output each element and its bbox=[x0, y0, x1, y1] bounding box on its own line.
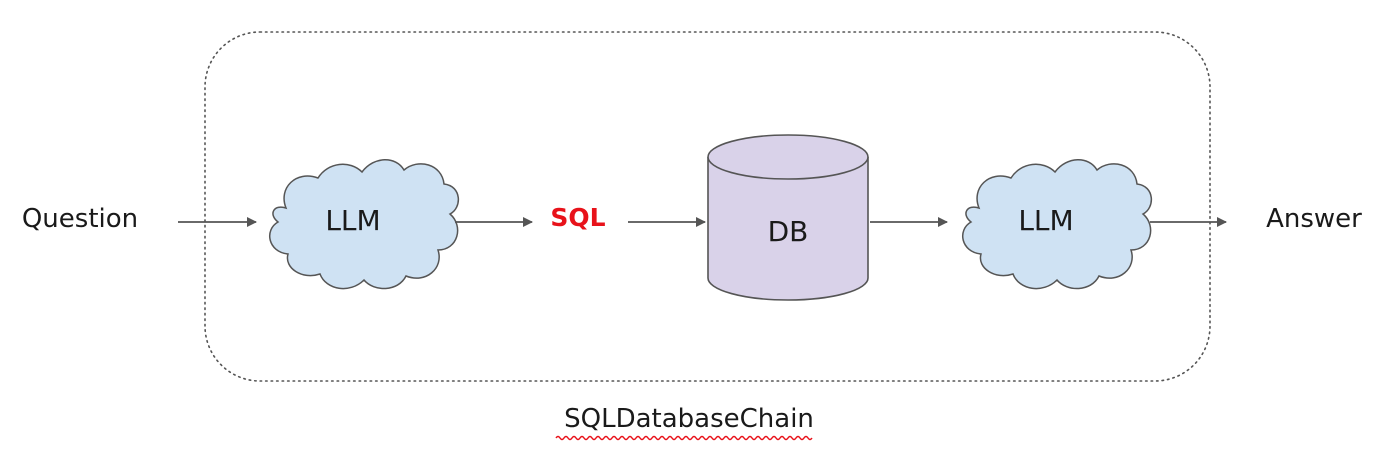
db-label: DB bbox=[768, 215, 809, 248]
cloud-shape bbox=[268, 159, 459, 290]
db-body bbox=[707, 157, 869, 301]
db-top bbox=[707, 134, 869, 180]
question-label: Question bbox=[22, 204, 138, 234]
chain-label: SQLDatabaseChain bbox=[564, 404, 814, 434]
llm-cloud-second: LLM bbox=[961, 159, 1152, 290]
llm-label-first: LLM bbox=[325, 204, 380, 237]
sql-label: SQL bbox=[550, 203, 605, 232]
chain-boundary bbox=[204, 31, 1211, 382]
chain-label-spellcheck-underline bbox=[555, 435, 813, 441]
db-cylinder: DB bbox=[707, 134, 869, 301]
cloud-shape bbox=[961, 159, 1152, 290]
answer-label: Answer bbox=[1266, 204, 1362, 234]
llm-label-second: LLM bbox=[1018, 204, 1073, 237]
llm-cloud-first: LLM bbox=[268, 159, 459, 290]
